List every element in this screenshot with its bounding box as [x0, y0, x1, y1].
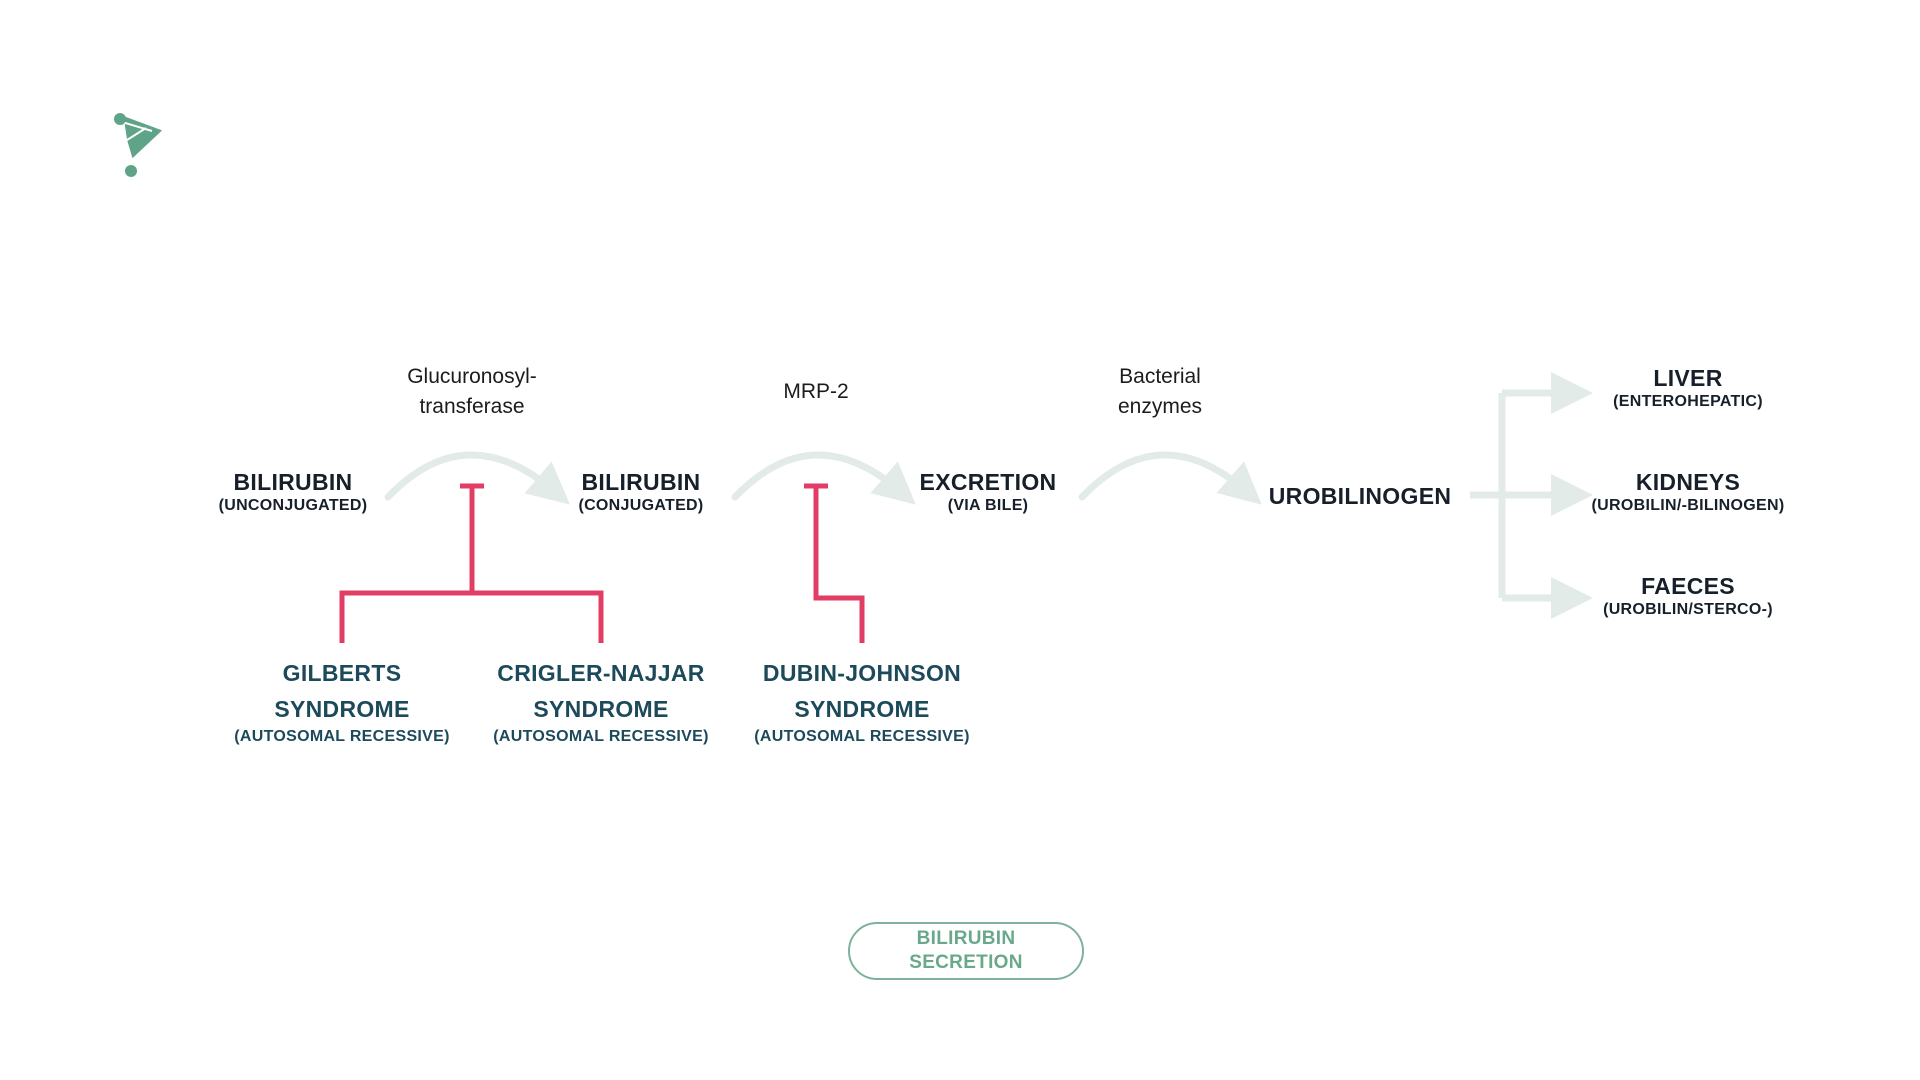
node-kidneys-sub: (UROBILIN/-BILINOGEN): [1591, 497, 1785, 514]
syndrome-crigler-najjar-line1: CRIGLER-NAJJAR: [497, 660, 705, 686]
flow-arrow-bacterial: [1078, 451, 1262, 505]
enzyme-bacterial-line1: Bacterial: [1119, 365, 1201, 388]
bilirubin-secretion-pill[interactable]: BILIRUBIN SECRETION: [848, 922, 1084, 980]
pill-line1: BILIRUBIN: [916, 928, 1016, 949]
node-liver: LIVER (ENTEROHEPATIC): [1563, 364, 1813, 412]
syndrome-crigler-najjar-sub: (AUTOSOMAL RECESSIVE): [493, 728, 709, 745]
play-exclamation-logo-icon: [114, 111, 166, 177]
flow-arrow-secretion: [731, 451, 916, 505]
inhibition-lines-mrp2: [804, 483, 865, 643]
syndrome-crigler-najjar-line2: SYNDROME: [533, 696, 669, 722]
node-liver-title: LIVER: [1653, 365, 1723, 391]
enzyme-mrp2: MRP-2: [736, 377, 896, 407]
node-excretion-title: EXCRETION: [919, 469, 1057, 495]
syndrome-gilberts-line2: SYNDROME: [274, 696, 410, 722]
syndrome-dubin-johnson-line2: SYNDROME: [794, 696, 930, 722]
enzyme-glucuronosyltransferase-line1: Glucuronosyl-: [407, 365, 537, 388]
syndrome-dubin-johnson-sub: (AUTOSOMAL RECESSIVE): [754, 728, 970, 745]
node-kidneys-title: KIDNEYS: [1635, 469, 1741, 495]
syndrome-gilberts-sub: (AUTOSOMAL RECESSIVE): [234, 728, 450, 745]
enzyme-bacterial-line2: enzymes: [1117, 395, 1203, 418]
node-faeces: FAECES (UROBILIN/STERCO-): [1563, 572, 1813, 620]
syndrome-gilberts-line1: GILBERTS: [282, 660, 402, 686]
node-urobilinogen: UROBILINOGEN: [1240, 482, 1480, 510]
node-faeces-sub: (UROBILIN/STERCO-): [1603, 601, 1773, 618]
syndrome-crigler-najjar: CRIGLER-NAJJAR SYNDROME (AUTOSOMAL RECES…: [481, 655, 721, 747]
node-bilirubin-unconjugated-sub: (UNCONJUGATED): [218, 497, 368, 514]
node-liver-sub: (ENTEROHEPATIC): [1613, 393, 1763, 410]
branch-arrows: [1470, 372, 1593, 619]
enzyme-mrp2-line1: MRP-2: [783, 380, 849, 403]
node-faeces-title: FAECES: [1641, 573, 1735, 599]
node-kidneys: KIDNEYS (UROBILIN/-BILINOGEN): [1563, 468, 1813, 516]
node-bilirubin-conjugated: BILIRUBIN (CONJUGATED): [541, 468, 741, 516]
enzyme-bacterial: Bacterial enzymes: [1080, 362, 1240, 422]
node-excretion-sub: (VIA BILE): [947, 497, 1029, 514]
syndrome-dubin-johnson-line1: DUBIN-JOHNSON: [762, 660, 962, 686]
node-urobilinogen-title: UROBILINOGEN: [1268, 483, 1452, 509]
node-bilirubin-conjugated-sub: (CONJUGATED): [578, 497, 704, 514]
enzyme-glucuronosyltransferase: Glucuronosyl- transferase: [382, 362, 562, 422]
syndrome-gilberts: GILBERTS SYNDROME (AUTOSOMAL RECESSIVE): [222, 655, 462, 747]
node-excretion: EXCRETION (VIA BILE): [888, 468, 1088, 516]
node-bilirubin-conjugated-title: BILIRUBIN: [581, 469, 701, 495]
node-bilirubin-unconjugated: BILIRUBIN (UNCONJUGATED): [193, 468, 393, 516]
inhibition-lines-glucuronosyl: [339, 483, 604, 643]
pill-line2: SECRETION: [909, 952, 1023, 973]
node-bilirubin-unconjugated-title: BILIRUBIN: [233, 469, 353, 495]
flow-arrow-conjugation: [384, 451, 570, 505]
syndrome-dubin-johnson: DUBIN-JOHNSON SYNDROME (AUTOSOMAL RECESS…: [742, 655, 982, 747]
enzyme-glucuronosyltransferase-line2: transferase: [419, 395, 525, 418]
